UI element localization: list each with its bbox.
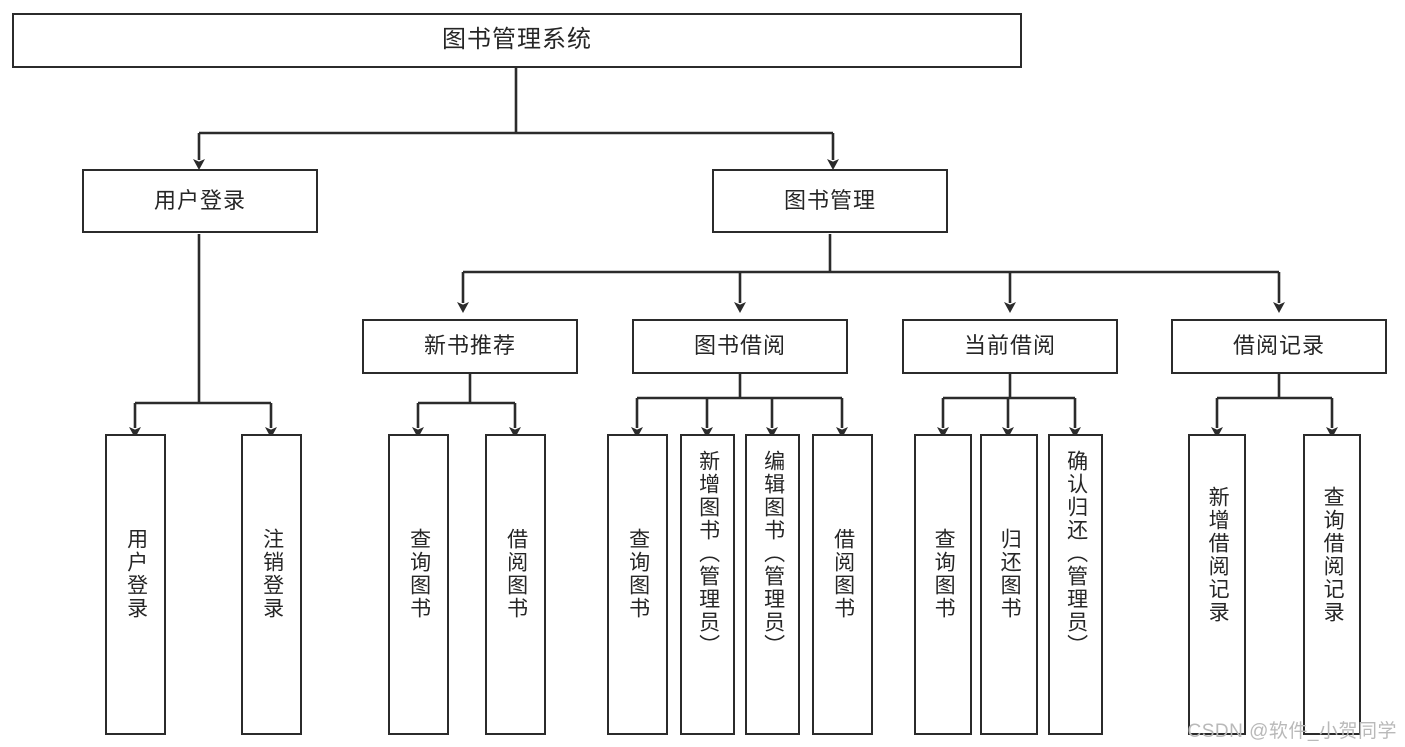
node-leaf-logout-login-label: 注销登录 — [260, 528, 284, 620]
watermark: CSDN @软件_小贺同学 — [1187, 721, 1397, 742]
node-leaf-add-book-label: 新增图书（管理员） — [696, 450, 720, 657]
node-leaf-return-book[interactable]: 归还图书 — [980, 434, 1038, 735]
node-root[interactable]: 图书管理系统 — [12, 13, 1022, 68]
node-root-label: 图书管理系统 — [442, 26, 592, 54]
node-borrow-record-label: 借阅记录 — [1232, 333, 1325, 359]
node-leaf-add-book[interactable]: 新增图书（管理员） — [680, 434, 735, 735]
node-leaf-borrow-book-2[interactable]: 借阅图书 — [812, 434, 873, 735]
node-current-borrow-label: 当前借阅 — [963, 333, 1056, 359]
node-leaf-confirm-return[interactable]: 确认归还（管理员） — [1048, 434, 1103, 735]
node-leaf-query-book-3[interactable]: 查询图书 — [914, 434, 972, 735]
node-leaf-add-record[interactable]: 新增借阅记录 — [1188, 434, 1246, 735]
node-leaf-query-book-1-label: 查询图书 — [407, 528, 431, 620]
node-leaf-borrow-book-1[interactable]: 借阅图书 — [485, 434, 546, 735]
node-leaf-query-book-1[interactable]: 查询图书 — [388, 434, 449, 735]
node-leaf-logout-login[interactable]: 注销登录 — [241, 434, 302, 735]
node-book-borrow-label: 图书借阅 — [693, 333, 786, 359]
node-leaf-user-login-label: 用户登录 — [124, 528, 148, 620]
node-user-login[interactable]: 用户登录 — [82, 169, 318, 233]
node-borrow-record[interactable]: 借阅记录 — [1171, 319, 1387, 374]
node-leaf-query-record[interactable]: 查询借阅记录 — [1303, 434, 1361, 735]
node-leaf-return-book-label: 归还图书 — [998, 528, 1022, 620]
node-leaf-edit-book-label: 编辑图书（管理员） — [761, 450, 785, 657]
node-leaf-query-record-label: 查询借阅记录 — [1321, 486, 1345, 624]
node-leaf-edit-book[interactable]: 编辑图书（管理员） — [745, 434, 800, 735]
node-leaf-query-book-2[interactable]: 查询图书 — [607, 434, 668, 735]
node-book-management[interactable]: 图书管理 — [712, 169, 948, 233]
node-leaf-user-login[interactable]: 用户登录 — [105, 434, 166, 735]
node-new-book-recommend[interactable]: 新书推荐 — [362, 319, 578, 374]
node-book-management-label: 图书管理 — [783, 187, 876, 213]
node-leaf-borrow-book-1-label: 借阅图书 — [504, 528, 528, 620]
node-leaf-borrow-book-2-label: 借阅图书 — [831, 528, 855, 620]
node-user-login-label: 用户登录 — [153, 187, 246, 213]
node-leaf-query-book-3-label: 查询图书 — [932, 528, 956, 620]
node-current-borrow[interactable]: 当前借阅 — [902, 319, 1118, 374]
node-book-borrow[interactable]: 图书借阅 — [632, 319, 848, 374]
node-leaf-confirm-return-label: 确认归还（管理员） — [1064, 450, 1088, 657]
node-new-book-recommend-label: 新书推荐 — [423, 333, 516, 359]
node-leaf-query-book-2-label: 查询图书 — [626, 528, 650, 620]
node-leaf-add-record-label: 新增借阅记录 — [1206, 486, 1230, 624]
